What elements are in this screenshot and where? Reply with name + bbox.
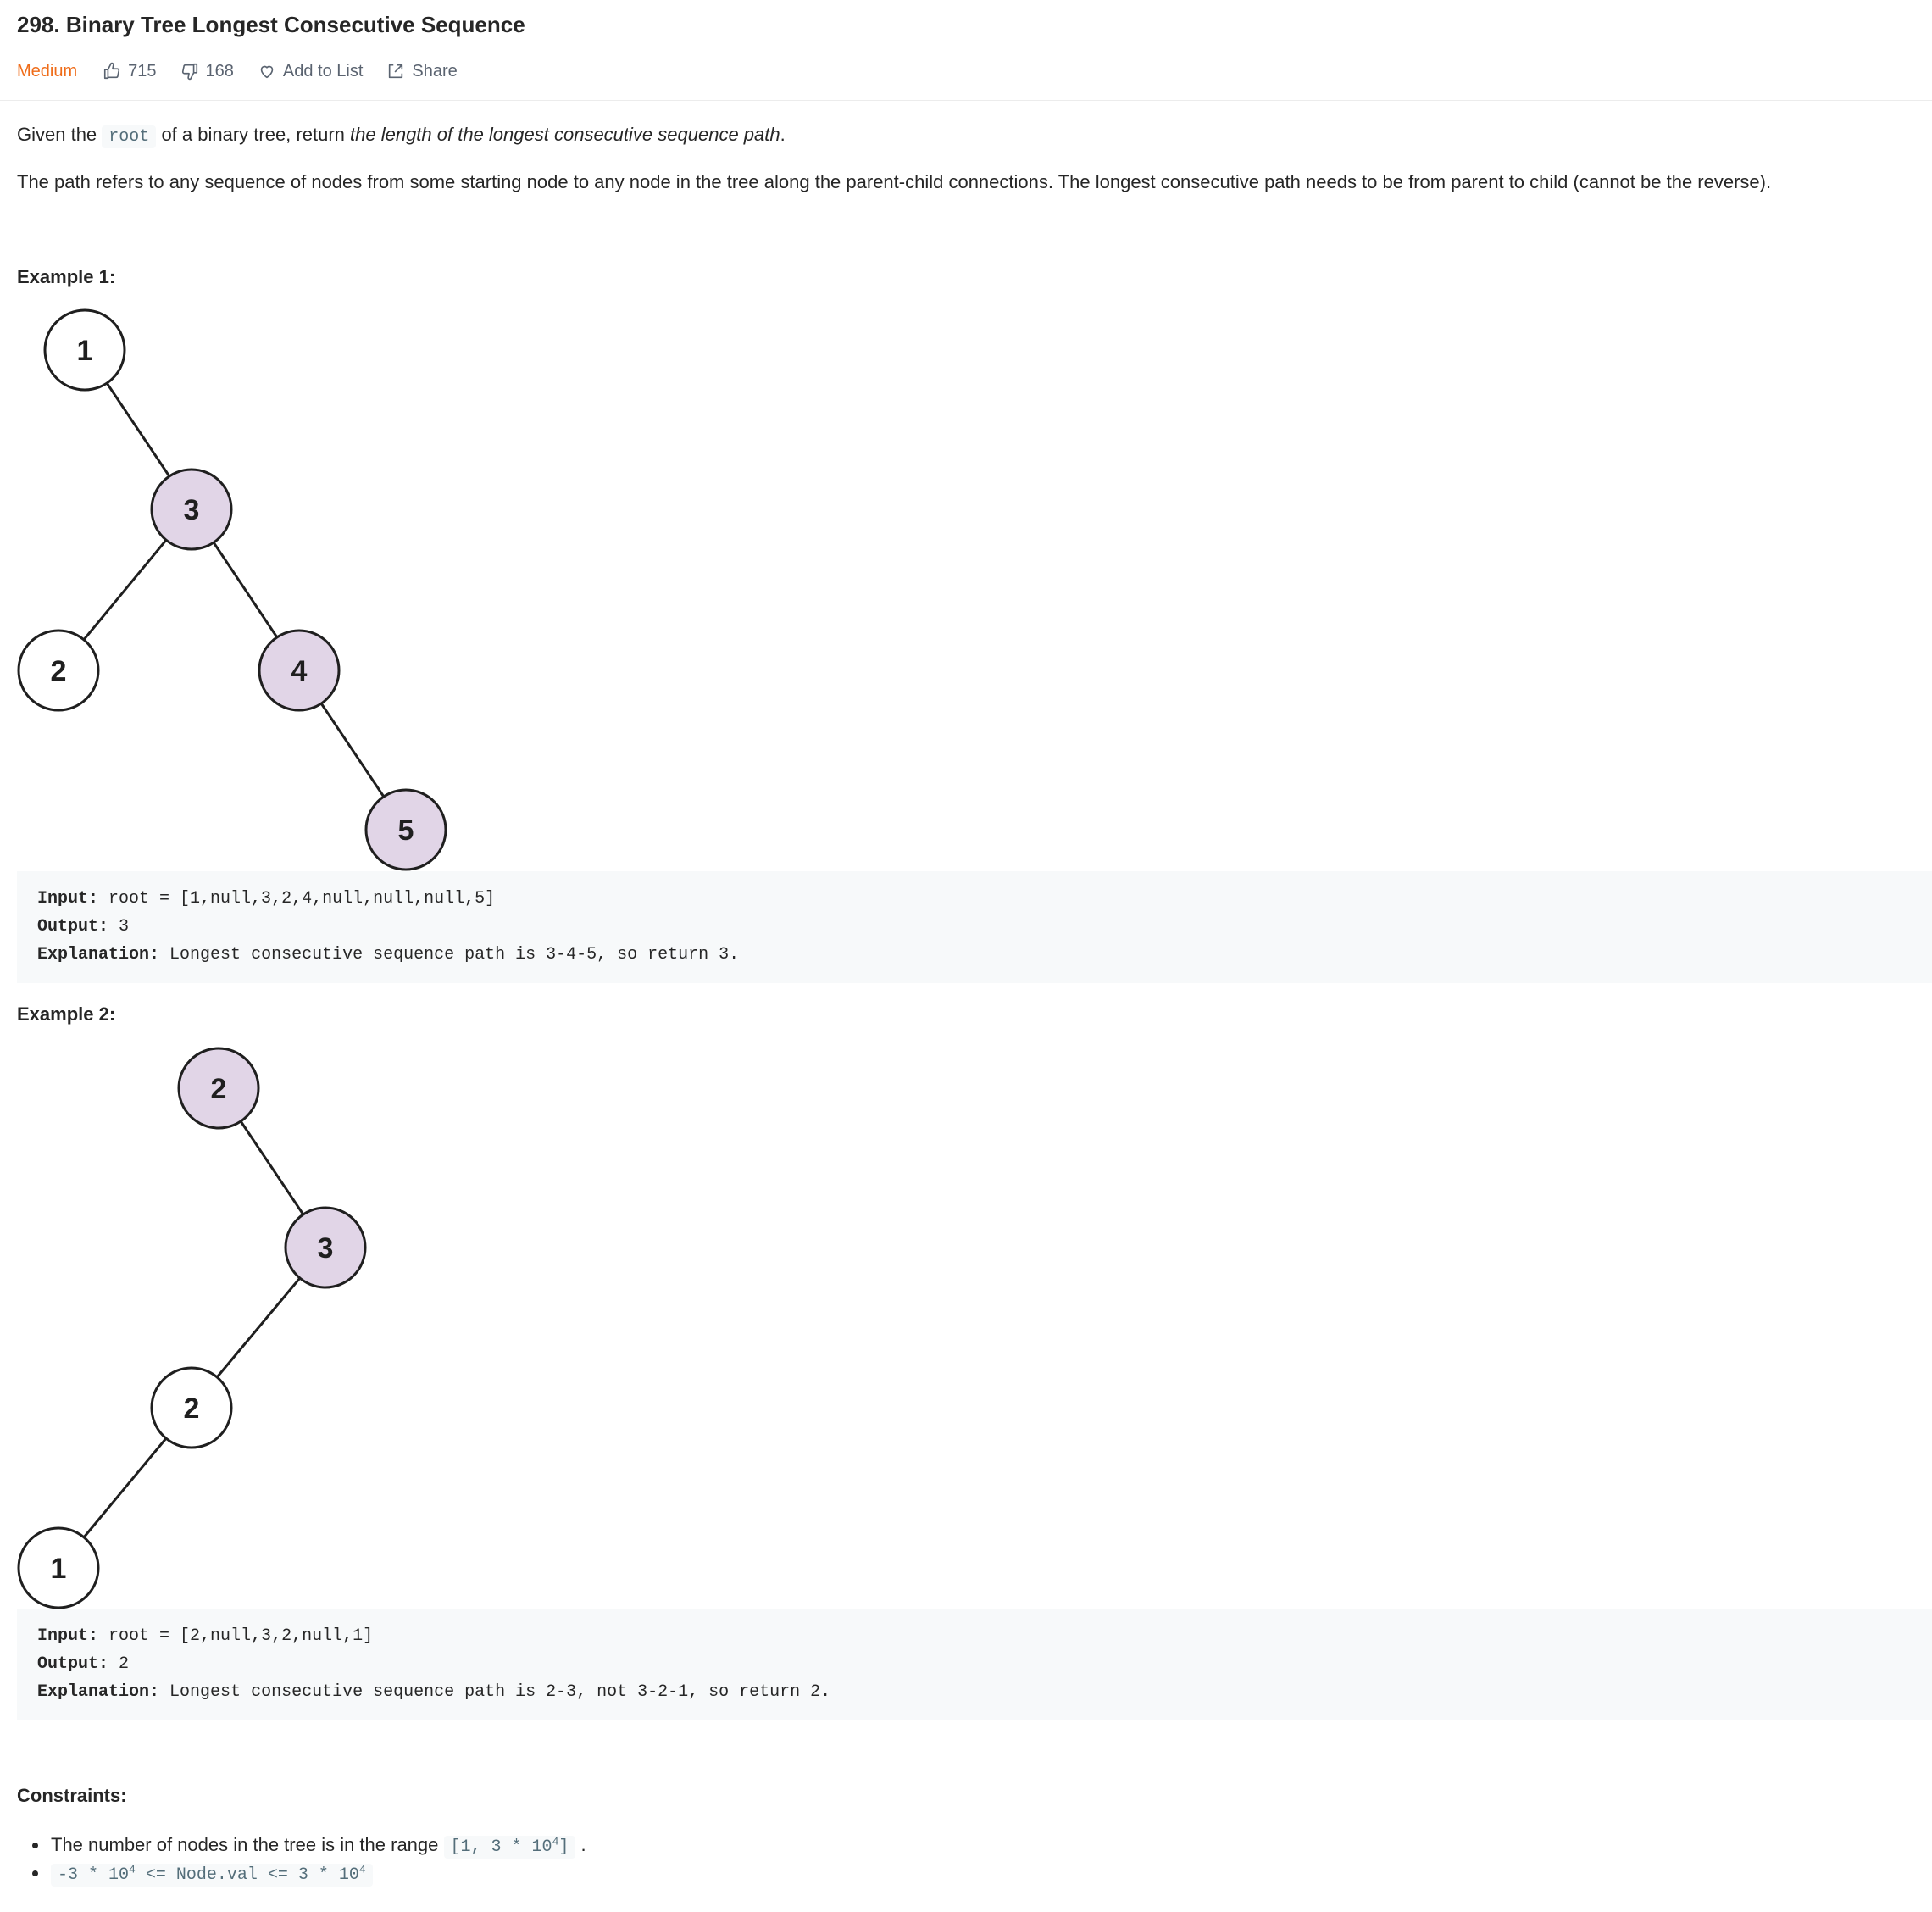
difficulty-badge: Medium bbox=[17, 61, 78, 81]
description-emphasis: the length of the longest consecutive se… bbox=[350, 124, 780, 145]
description-text: of a binary tree, return bbox=[161, 124, 345, 145]
input-label: Input: bbox=[37, 889, 99, 909]
tree-node bbox=[258, 629, 341, 712]
input-value: root = [1,null,3,2,4,null,null,null,5] bbox=[108, 889, 496, 909]
input-label: Input: bbox=[37, 1626, 99, 1646]
description-text: . bbox=[780, 124, 786, 145]
code-text: [1, 3 * 10 bbox=[450, 1837, 552, 1857]
code-superscript: 4 bbox=[129, 1863, 136, 1876]
tree-node-label: 5 bbox=[398, 814, 414, 847]
share-label: Share bbox=[412, 61, 458, 81]
constraint-text: The number of nodes in the tree is in th… bbox=[51, 1834, 439, 1855]
tree-node bbox=[364, 788, 447, 871]
description-paragraph-1: Given the root of a binary tree, return … bbox=[17, 124, 786, 148]
header-divider bbox=[0, 100, 1932, 101]
tree-node-label: 4 bbox=[291, 655, 308, 687]
share-button[interactable]: Share bbox=[386, 61, 458, 81]
example-1-title: Example 1: bbox=[17, 266, 116, 287]
output-label: Output: bbox=[37, 917, 109, 937]
problem-meta-bar: Medium 715 168 Add to List Share bbox=[17, 58, 481, 85]
example-2-tree-diagram: 2 3 2 1 bbox=[17, 1047, 367, 1609]
inline-code-root: root bbox=[102, 125, 157, 148]
add-to-list-button[interactable]: Add to List bbox=[258, 61, 364, 81]
tree-node-label: 1 bbox=[51, 1553, 67, 1585]
dislike-count: 168 bbox=[205, 61, 234, 81]
output-label: Output: bbox=[37, 1654, 109, 1674]
like-button[interactable]: 715 bbox=[103, 61, 157, 81]
tree-node bbox=[150, 468, 233, 551]
tree-node bbox=[17, 629, 100, 712]
like-count: 715 bbox=[128, 61, 157, 81]
heart-icon bbox=[260, 65, 274, 79]
tree-node bbox=[177, 1047, 260, 1130]
description-text: Given the bbox=[17, 124, 97, 145]
code-text: ] bbox=[558, 1837, 569, 1857]
list-item: -3 * 104 <= Node.val <= 3 * 104 bbox=[32, 1859, 586, 1887]
output-value: 2 bbox=[119, 1654, 130, 1674]
inline-code-node-val: -3 * 104 <= Node.val <= 3 * 104 bbox=[51, 1864, 373, 1887]
tree-node-label: 3 bbox=[318, 1232, 334, 1264]
code-superscript: 4 bbox=[358, 1863, 366, 1876]
constraints-list: The number of nodes in the tree is in th… bbox=[32, 1831, 586, 1887]
tree-node bbox=[43, 308, 126, 392]
thumbs-up-icon bbox=[104, 62, 120, 80]
example-1-io-block: Input: root = [1,null,3,2,4,null,null,nu… bbox=[17, 871, 1932, 983]
tree-node-label: 2 bbox=[184, 1392, 200, 1425]
code-text: -3 * 10 bbox=[58, 1865, 130, 1885]
description-paragraph-2: The path refers to any sequence of nodes… bbox=[17, 171, 1772, 192]
constraints-title: Constraints: bbox=[17, 1785, 127, 1806]
explanation-label: Explanation: bbox=[37, 945, 160, 964]
thumbs-down-icon bbox=[181, 63, 197, 81]
code-superscript: 4 bbox=[552, 1835, 559, 1848]
tree-node-label: 2 bbox=[51, 655, 67, 687]
inline-code-range: [1, 3 * 104] bbox=[443, 1835, 576, 1859]
add-to-list-label: Add to List bbox=[282, 61, 364, 81]
tree-node-label: 1 bbox=[77, 335, 93, 367]
explanation-label: Explanation: bbox=[37, 1682, 160, 1702]
list-item: The number of nodes in the tree is in th… bbox=[32, 1831, 586, 1859]
dislike-button[interactable]: 168 bbox=[180, 62, 234, 81]
tree-node bbox=[17, 1526, 100, 1609]
explanation-value: Longest consecutive sequence path is 3-4… bbox=[169, 945, 740, 964]
code-text: <= Node.val <= 3 * 10 bbox=[135, 1865, 359, 1885]
share-icon bbox=[389, 64, 403, 79]
constraint-text: . bbox=[580, 1834, 586, 1855]
tree-node bbox=[150, 1366, 233, 1449]
page-title: 298. Binary Tree Longest Consecutive Seq… bbox=[17, 12, 525, 37]
tree-node bbox=[284, 1206, 367, 1289]
tree-node-label: 3 bbox=[184, 494, 200, 526]
example-2-title: Example 2: bbox=[17, 1003, 116, 1025]
example-1-tree-diagram: 1 3 2 4 5 bbox=[17, 308, 447, 871]
input-value: root = [2,null,3,2,null,1] bbox=[108, 1626, 374, 1646]
explanation-value: Longest consecutive sequence path is 2-3… bbox=[169, 1682, 831, 1702]
tree-node-label: 2 bbox=[211, 1073, 227, 1105]
example-2-io-block: Input: root = [2,null,3,2,null,1] Output… bbox=[17, 1609, 1932, 1720]
output-value: 3 bbox=[119, 917, 130, 937]
